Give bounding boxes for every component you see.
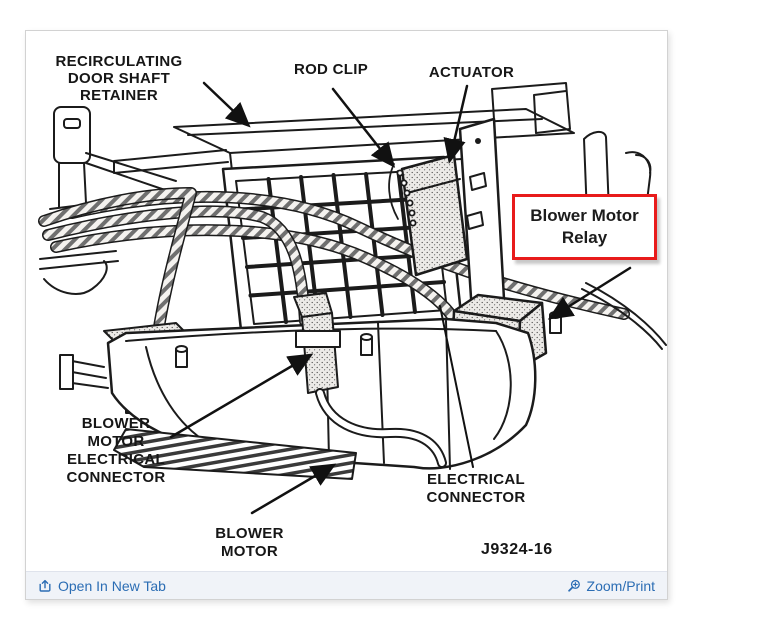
figure-viewer-panel: RECIRCULATING DOOR SHAFT RETAINER ROD CL…	[25, 30, 668, 600]
hvac-diagram-area: RECIRCULATING DOOR SHAFT RETAINER ROD CL…	[26, 31, 667, 571]
bmec-arrow	[169, 353, 314, 439]
zoom-print-label: Zoom/Print	[586, 577, 655, 594]
label-blower-motor: BLOWER MOTOR	[215, 525, 284, 560]
actuator-part	[400, 153, 469, 277]
rod-clip-arrow	[331, 87, 396, 168]
zoom-in-icon	[567, 579, 581, 593]
label-actuator: ACTUATOR	[428, 64, 515, 81]
actuator-arrow	[443, 84, 469, 164]
blower-motor-arrow	[250, 463, 337, 515]
figure-number: J9324-16	[481, 541, 553, 558]
label-electrical-connector: ELECTRICAL CONNECTOR	[426, 471, 526, 506]
open-in-new-tab-link[interactable]: Open In New Tab	[38, 578, 166, 594]
retainer-post-part	[49, 106, 177, 210]
viewer-toolbar: Open In New Tab Zoom/Print	[26, 571, 667, 599]
open-in-new-tab-icon	[38, 579, 52, 593]
relay-arrow	[547, 266, 632, 320]
wiring-harness	[38, 187, 630, 334]
rod-clip-part	[388, 163, 417, 227]
open-in-new-tab-label: Open In New Tab	[58, 577, 166, 594]
blower-motor-relay-callout: Blower Motor Relay	[512, 194, 657, 260]
zoom-print-link[interactable]: Zoom/Print	[567, 578, 655, 594]
retainer-arrow	[202, 81, 251, 128]
cowl-top-deck	[113, 108, 575, 174]
hvac-assembly-drawing	[38, 81, 667, 515]
left-duct-lines	[39, 250, 119, 295]
label-recirculating-door-shaft-retainer: RECIRCULATING DOOR SHAFT RETAINER	[55, 53, 183, 104]
electrical-connector-leader	[439, 305, 474, 468]
label-blower-motor-electrical-connector: BLOWER MOTOR ELECTRICAL CONNECTOR	[66, 415, 166, 486]
label-rod-clip: ROD CLIP	[293, 61, 369, 78]
callout-arrows	[169, 81, 632, 515]
